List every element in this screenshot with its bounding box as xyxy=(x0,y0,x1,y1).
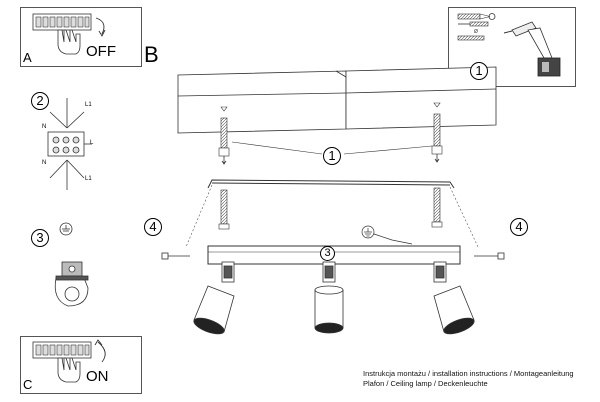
ground-connector-detail xyxy=(54,222,89,307)
step-b-label: B xyxy=(144,42,159,67)
side-screws xyxy=(161,252,505,260)
spotlight-right xyxy=(433,261,475,335)
callout-1-tools: 1 xyxy=(470,62,488,80)
terminal-block-wiring xyxy=(47,98,92,190)
step-a-label: A xyxy=(23,50,32,65)
ceiling-planks xyxy=(177,66,497,134)
guide-lines xyxy=(185,184,479,248)
callout-1-anchors: 1 xyxy=(323,147,341,165)
wire-label-n-bottom: N xyxy=(42,160,47,166)
on-label: ON xyxy=(86,368,109,385)
wire-label-l1-top: L1 xyxy=(85,102,92,108)
off-label: OFF xyxy=(86,43,116,60)
breaker-on-illustration xyxy=(32,339,106,383)
spotlight-center xyxy=(314,261,344,334)
wire-label-l1-bottom: L1 xyxy=(85,176,92,182)
callout-4-left: 4 xyxy=(144,218,162,236)
ceiling-anchors xyxy=(218,102,443,165)
spotlight-left xyxy=(193,261,235,335)
callout-2: 2 xyxy=(31,92,49,110)
tools-illustration: Ø xyxy=(457,13,561,77)
callout-4-right: 4 xyxy=(510,218,528,236)
breaker-off-illustration xyxy=(32,13,106,55)
footer-product: Plafon / Ceiling lamp / Deckenleuchte xyxy=(363,379,488,388)
step-c-label: C xyxy=(23,377,33,392)
footer-instructions: Instrukcja montażu / installation instru… xyxy=(363,369,574,378)
svg-text:Ø: Ø xyxy=(474,29,478,35)
wire-label-n-top: N xyxy=(42,124,47,130)
callout-3: 3 xyxy=(31,229,49,247)
callout-3-ground: 3 xyxy=(320,246,335,261)
callout-1-leaders xyxy=(231,141,433,155)
mounting-bracket xyxy=(207,179,455,189)
wire-label-l-mid: L xyxy=(90,140,94,146)
bracket-screws xyxy=(218,187,443,230)
ground-connection xyxy=(361,225,413,245)
